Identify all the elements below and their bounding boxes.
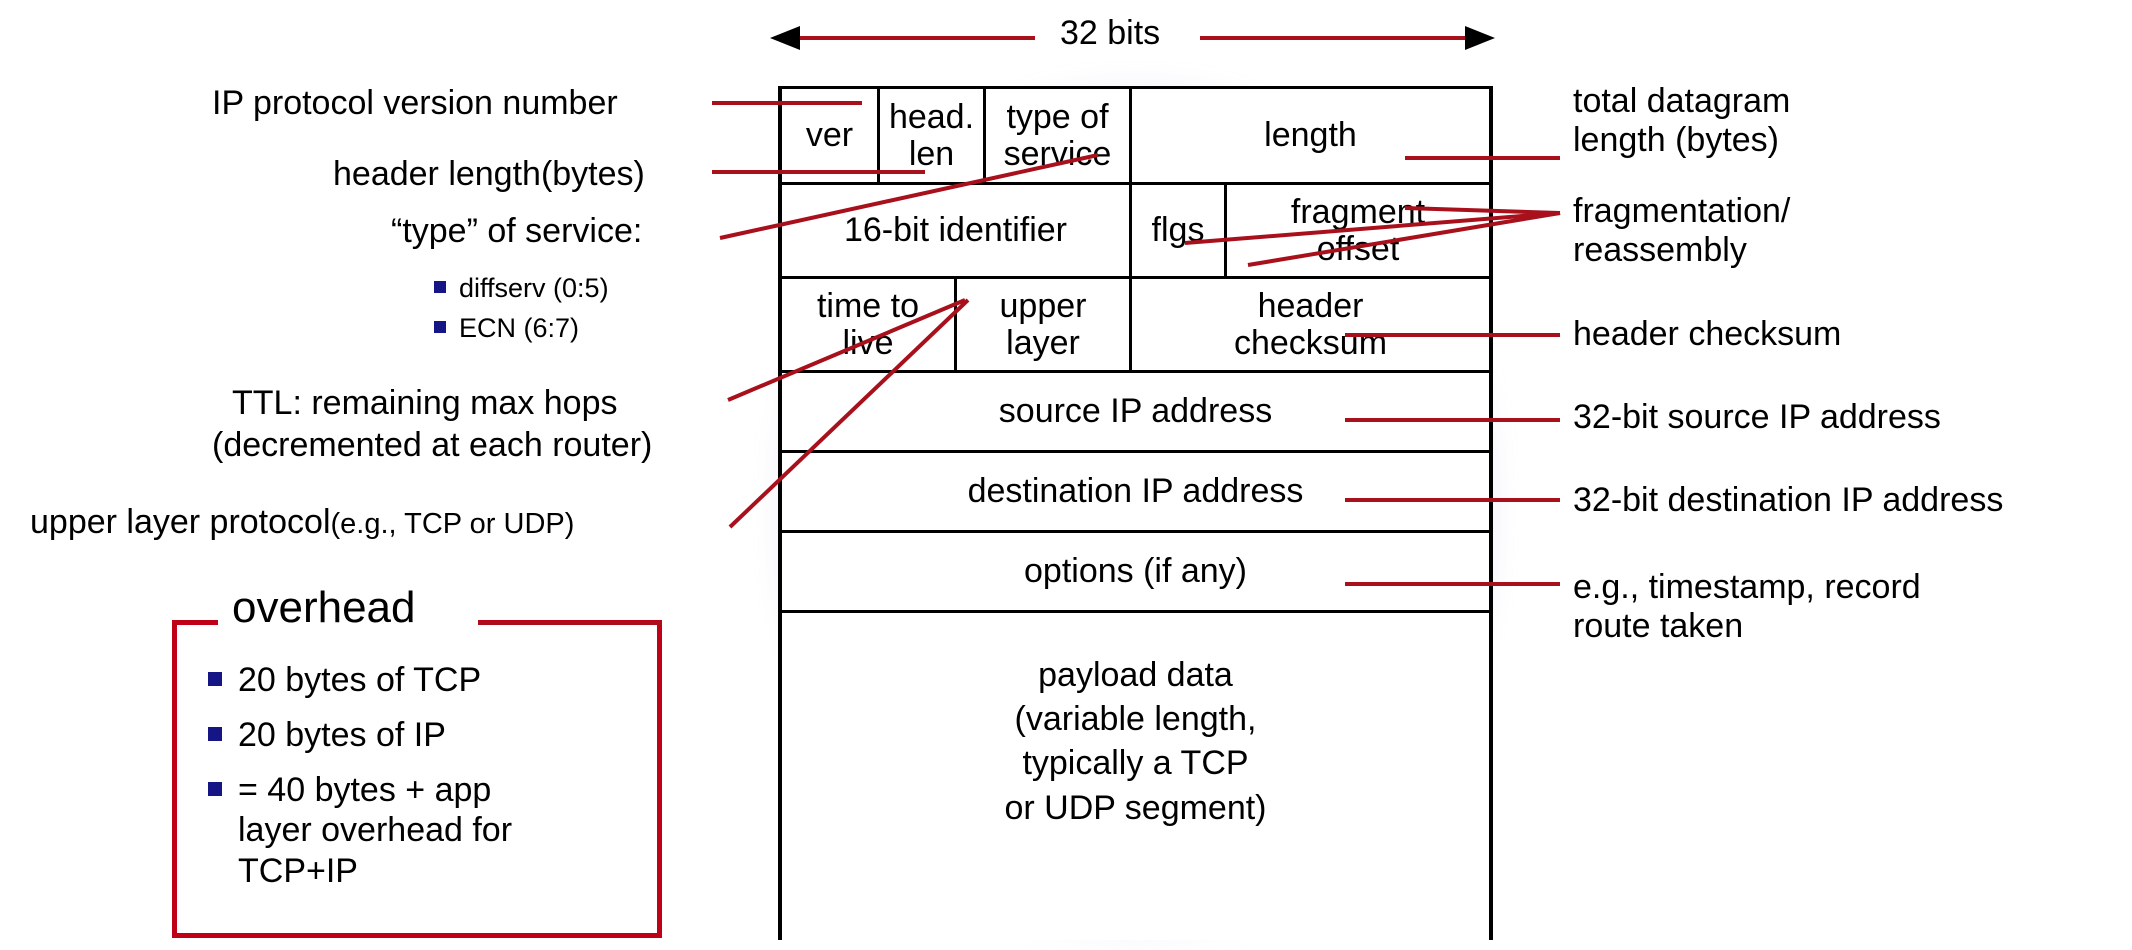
ip-datagram-table: ver head. len type of service length 16-… xyxy=(778,86,1493,940)
annotation-ttl-line1: TTL: remaining max hops xyxy=(232,384,618,422)
field-upper-layer: upper layer xyxy=(957,279,1132,370)
annotation-upper-layer-protocol: upper layer protocol(e.g., TCP or UDP) xyxy=(30,503,574,542)
annotation-ttl-line2: (decremented at each router) xyxy=(212,426,653,464)
field-payload: payload data (variable length, typically… xyxy=(782,613,1489,943)
field-type-of-service-label: type of service xyxy=(1003,97,1112,173)
annotation-upper-layer-main: upper layer protocol xyxy=(30,503,331,541)
field-options: options (if any) xyxy=(782,533,1489,610)
annotation-header-checksum: header checksum xyxy=(1573,315,1842,353)
annotation-fragmentation: fragmentation/ reassembly xyxy=(1573,192,1791,269)
table-row: destination IP address xyxy=(782,453,1489,533)
annotation-upper-layer-paren: (e.g., TCP or UDP) xyxy=(330,508,575,540)
annotation-source-ip: 32-bit source IP address xyxy=(1573,398,1941,436)
field-time-to-live-label: time to live xyxy=(816,286,920,362)
field-fragment-offset-label: fragment offset xyxy=(1290,192,1426,268)
table-row: ver head. len type of service length xyxy=(782,89,1489,185)
annotation-type-of-service: “type” of service: xyxy=(391,212,643,250)
field-length: length xyxy=(1132,89,1489,182)
field-flags: flgs xyxy=(1132,185,1227,276)
overhead-box xyxy=(172,620,662,938)
annotation-total-length: total datagram length (bytes) xyxy=(1573,82,1791,159)
overhead-item-label: 20 bytes of IP xyxy=(238,715,446,754)
field-destination-ip-label: destination IP address xyxy=(967,472,1304,511)
table-row: options (if any) xyxy=(782,533,1489,613)
overhead-item-label: = 40 bytes + app layer overhead for TCP+… xyxy=(238,770,513,891)
overhead-item-label: 20 bytes of TCP xyxy=(238,661,482,699)
bullet-ecn: ECN (6:7) xyxy=(434,312,579,344)
field-time-to-live: time to live xyxy=(782,279,957,370)
bullet-square-icon xyxy=(434,281,446,293)
field-ver-label: ver xyxy=(805,116,854,155)
field-source-ip: source IP address xyxy=(782,373,1489,450)
field-identifier-label: 16-bit identifier xyxy=(843,211,1067,250)
list-item: = 40 bytes + app layer overhead for TCP+… xyxy=(208,770,658,892)
table-row: source IP address xyxy=(782,373,1489,453)
field-header-length-label: head. len xyxy=(888,97,975,173)
overhead-title: overhead xyxy=(232,583,416,632)
field-header-checksum-label: header checksum xyxy=(1233,286,1388,362)
field-header-length: head. len xyxy=(880,89,986,182)
bullet-square-icon xyxy=(208,726,222,741)
field-destination-ip: destination IP address xyxy=(782,453,1489,530)
bullet-ecn-label: ECN (6:7) xyxy=(459,313,580,343)
list-item: 20 bytes of TCP xyxy=(208,660,658,701)
overhead-box-top-right-segment xyxy=(478,620,662,625)
bullet-square-icon xyxy=(208,781,222,796)
bullet-diffserv: diffserv (0:5) xyxy=(434,272,609,304)
bullet-diffserv-label: diffserv (0:5) xyxy=(459,273,609,303)
field-header-checksum: header checksum xyxy=(1132,279,1489,370)
annotation-destination-ip: 32-bit destination IP address xyxy=(1573,481,2004,519)
field-flags-label: flgs xyxy=(1151,211,1205,250)
field-source-ip-label: source IP address xyxy=(998,392,1273,431)
overhead-box-top-left-segment xyxy=(172,620,218,625)
overhead-list: 20 bytes of TCP 20 bytes of IP = 40 byte… xyxy=(208,660,658,906)
table-row: time to live upper layer header checksum xyxy=(782,279,1489,373)
field-upper-layer-label: upper layer xyxy=(999,286,1087,362)
annotation-header-length: header length(bytes) xyxy=(333,155,645,193)
field-options-label: options (if any) xyxy=(1024,552,1247,591)
field-fragment-offset: fragment offset xyxy=(1227,185,1489,276)
bullet-square-icon xyxy=(434,321,446,333)
list-item: 20 bytes of IP xyxy=(208,715,658,756)
field-length-label: length xyxy=(1264,116,1357,155)
annotation-ip-version: IP protocol version number xyxy=(212,84,618,122)
table-row: 16-bit identifier flgs fragment offset xyxy=(782,185,1489,279)
field-identifier: 16-bit identifier xyxy=(782,185,1132,276)
bits-width-label: 32 bits xyxy=(1060,14,1161,52)
table-row: payload data (variable length, typically… xyxy=(782,613,1489,943)
field-type-of-service: type of service xyxy=(986,89,1132,182)
bullet-square-icon xyxy=(208,672,222,686)
annotation-options: e.g., timestamp, record route taken xyxy=(1573,568,1921,645)
field-ver: ver xyxy=(782,89,880,182)
field-payload-label: payload data (variable length, typically… xyxy=(1004,656,1267,827)
